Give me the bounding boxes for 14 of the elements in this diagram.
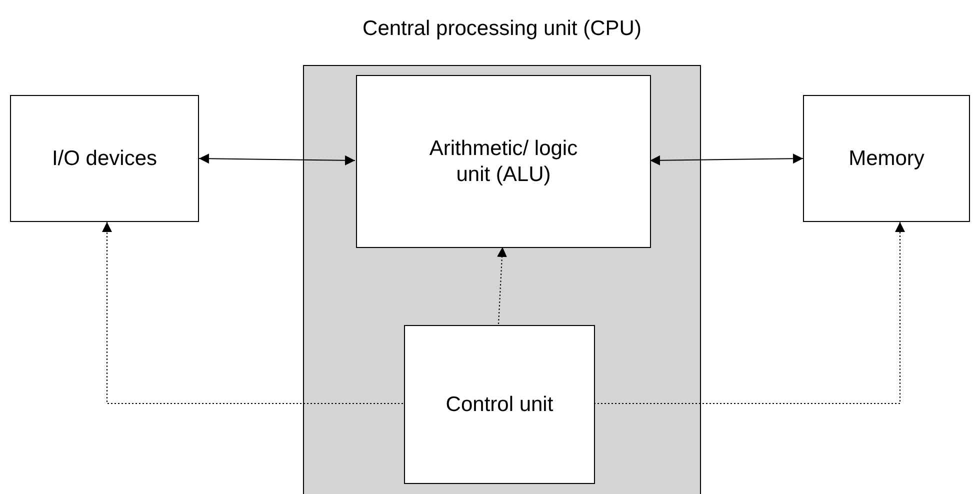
block-box: [10, 95, 199, 222]
block-box: [404, 325, 595, 484]
dotted-arrow: [497, 246, 507, 324]
dotted-arrow: [102, 222, 404, 404]
panel-title: Central processing unit (CPU): [362, 16, 642, 42]
arrow: [650, 154, 804, 166]
block-box: [356, 75, 651, 248]
block-box: [803, 95, 970, 222]
arrow: [198, 154, 356, 166]
block-label: Arithmetic/ logic unit (ALU): [428, 136, 578, 187]
block-label: Control unit: [446, 392, 554, 418]
block-label: I/O devices: [52, 146, 158, 172]
block-label: Memory: [848, 146, 924, 172]
dotted-arrow: [594, 222, 905, 404]
